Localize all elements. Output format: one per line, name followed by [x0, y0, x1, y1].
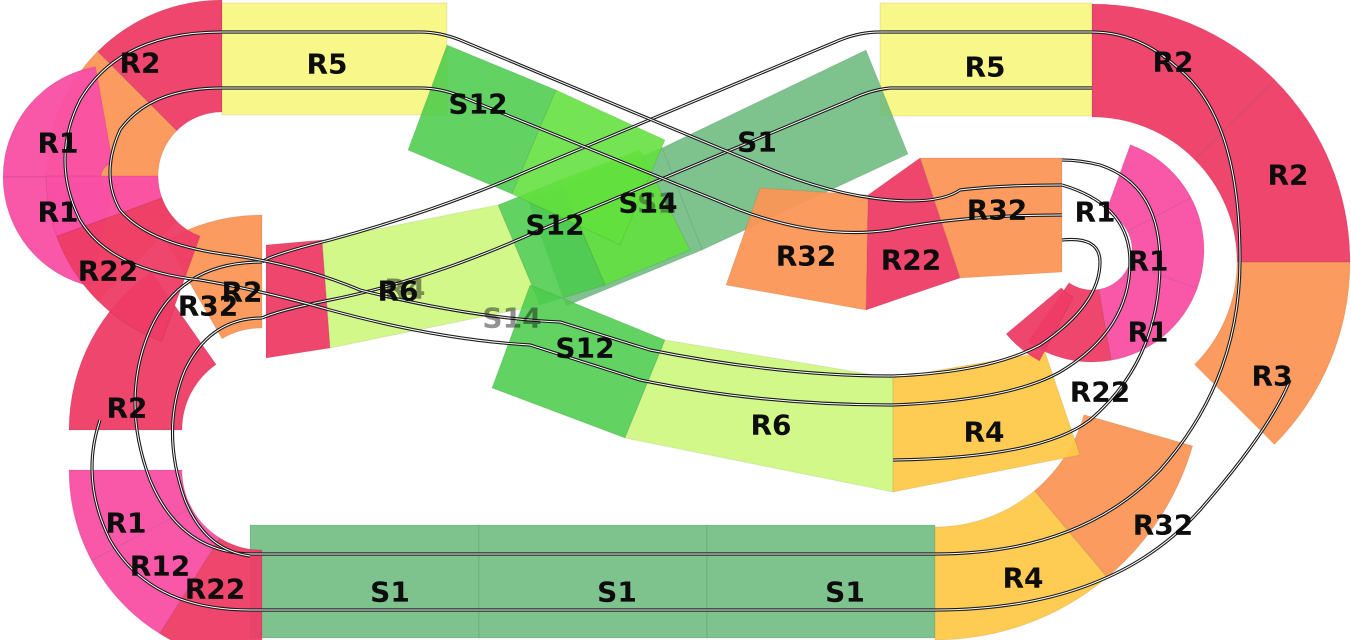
track-piece-label: R1: [1127, 316, 1168, 349]
track-piece-r1: [45, 175, 163, 237]
track-piece-r12: [90, 506, 221, 635]
track-piece-r1: [2, 66, 114, 178]
track-piece-label: R22: [185, 573, 246, 606]
lane-line-highlight: [250, 31, 1241, 555]
track-piece-label: S12: [448, 88, 507, 121]
track-piece-s1: [478, 524, 708, 639]
track-piece-label: R6: [750, 409, 791, 442]
track-piece-label: R2: [1152, 46, 1193, 79]
track-piece-label: R32: [1133, 509, 1194, 542]
track-piece-label: S1: [370, 576, 410, 609]
track-piece-r3: [1193, 261, 1351, 446]
track-piece-label: R32: [967, 194, 1028, 227]
track-piece-label: S14: [482, 302, 541, 335]
track-piece-label: R4: [384, 273, 425, 306]
lane-line-highlight: [222, 31, 1063, 202]
track-piece-r22: [865, 157, 961, 311]
track-piece-label: R1: [37, 196, 78, 229]
track-piece-label: R4: [1002, 562, 1043, 595]
track-piece-s1: [249, 524, 480, 639]
track-piece-label: R2: [119, 47, 160, 80]
track-lanes: [63, 30, 1292, 612]
lane-line-highlight: [109, 87, 1101, 377]
track-piece-label: R6: [377, 275, 418, 308]
track-piece-label: R2: [106, 392, 147, 425]
lane-line-highlight: [91, 419, 251, 611]
lane-line-highlight: [64, 31, 1131, 406]
track-piece-label: R12: [130, 550, 191, 583]
lane-line-highlight: [250, 379, 1291, 611]
track-piece-label: R22: [78, 255, 139, 288]
track-piece-r1: [1105, 144, 1192, 232]
track-piece-label: S1: [737, 126, 777, 159]
track-piece-r5: [221, 2, 448, 116]
track-piece-label: R1: [105, 507, 146, 540]
track-piece-label: R1: [37, 127, 78, 160]
lane-line-highlight: [172, 317, 263, 557]
track-piece-label: R22: [881, 244, 942, 277]
track-piece-label: S1: [597, 576, 637, 609]
lane-line-highlight: [261, 87, 1092, 319]
track-piece-r1: [1126, 196, 1205, 289]
track-piece-r1: [68, 469, 193, 562]
track-piece-label: R1: [37, 127, 78, 160]
track-piece-label: R4: [963, 416, 1004, 449]
track-piece-r2: [265, 239, 331, 359]
track-piece-label: R2: [221, 276, 262, 309]
track-piece-label: S14: [618, 187, 677, 220]
track-piece-label: R5: [964, 51, 1005, 84]
track-piece-r22: [159, 537, 263, 640]
track-piece-label: R3: [1251, 360, 1292, 393]
track-piece-label: S1: [637, 187, 677, 220]
track-piece-label: R22: [1070, 376, 1131, 409]
track-piece-label: R1: [1074, 196, 1115, 229]
lane-line-highlight: [222, 87, 1063, 233]
track-piece-label: R1: [1127, 245, 1168, 278]
track-piece-r22: [1005, 287, 1074, 362]
track-piece-r5: [879, 2, 1093, 117]
track-piece-label: R32: [178, 290, 239, 323]
track-piece-label: R2: [1267, 159, 1308, 192]
track-piece-label: S12: [525, 209, 584, 242]
track-piece-label: R32: [776, 240, 837, 273]
track-piece-label: S1: [825, 576, 865, 609]
track-piece-label: S12: [555, 332, 614, 365]
track-piece-r2: [1193, 78, 1351, 263]
track-piece-r1: [1098, 263, 1198, 361]
lane-line-highlight: [892, 159, 1161, 461]
track-piece-s1: [706, 524, 936, 639]
track-piece-label: R5: [306, 48, 347, 81]
track-piece-label: R1: [37, 196, 78, 229]
